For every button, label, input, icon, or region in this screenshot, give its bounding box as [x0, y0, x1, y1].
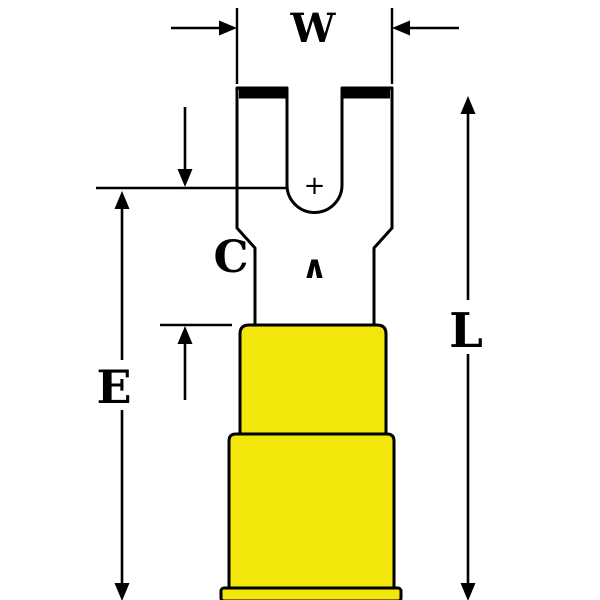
prong-tip-left: [239, 89, 286, 99]
w-arrowhead-right-pointing-icon: [219, 20, 237, 36]
c-arrowhead-down-icon: [177, 169, 193, 187]
dimension-label-l: L: [449, 303, 483, 359]
dimension-label-e: E: [96, 360, 131, 414]
crotch-center-mark-icon: +: [304, 171, 326, 201]
w-arrowhead-left-pointing-icon: [392, 20, 410, 36]
sleeve-bottom-flange: [219, 586, 403, 600]
dimension-w: W: [171, 5, 459, 84]
dimension-c: C: [96, 107, 288, 400]
l-arrowhead-up-icon: [460, 96, 476, 114]
up-arrow-icon: ∧: [302, 248, 328, 286]
dimension-label-c: C: [213, 232, 248, 283]
e-arrowhead-down-icon: [114, 583, 130, 600]
dimension-l: L: [446, 96, 488, 600]
c-arrowhead-up-icon: [177, 326, 193, 344]
fork-terminal: + ∧: [235, 86, 394, 330]
sleeve-lower-section: [227, 432, 396, 592]
dimension-label-w: W: [290, 5, 337, 52]
sleeve-upper-section: [238, 323, 388, 436]
l-label-background: [446, 300, 488, 354]
e-label-background: [94, 360, 136, 410]
e-arrowhead-up-icon: [114, 191, 130, 209]
insulation-sleeve: [219, 323, 403, 600]
l-arrowhead-down-icon: [460, 583, 476, 600]
dimension-e: E: [94, 191, 136, 600]
prong-tip-right: [343, 89, 390, 99]
terminal-outline: [235, 86, 394, 330]
